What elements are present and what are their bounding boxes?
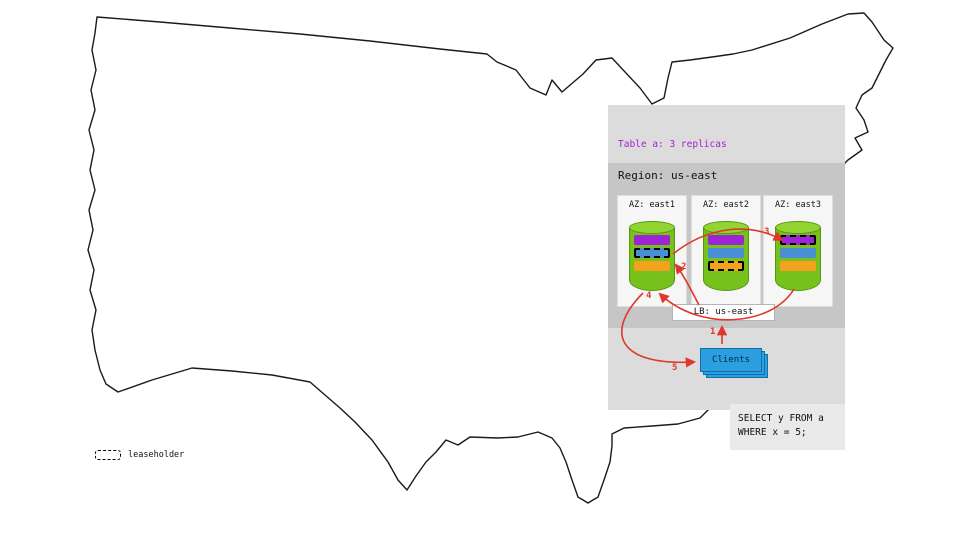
sql-query-box: SELECT y FROM a WHERE x = 5; (730, 404, 845, 450)
database-node-east2 (703, 221, 749, 291)
cylinder-top (629, 221, 675, 234)
leaseholder-dash-icon (95, 450, 121, 460)
cylinder-top (775, 221, 821, 234)
table-b-replica-bar (634, 261, 670, 271)
database-node-east3 (775, 221, 821, 291)
az-title-east2: AZ: east2 (702, 200, 750, 210)
region-box: Region: us-east AZ: east1 AZ: east2 (608, 163, 845, 328)
table-a-replica-bar (708, 235, 744, 245)
region-title: Region: us-east (618, 169, 718, 182)
table-b-leaseholder-bar (708, 261, 744, 271)
arrow-label-1: 1 (710, 327, 716, 337)
client-card-front: Clients (700, 348, 762, 372)
table-b-replica-bar (780, 261, 816, 271)
az-title-east1: AZ: east1 (628, 200, 676, 210)
az-box-east2: AZ: east2 (691, 195, 761, 307)
az-title-east3: AZ: east3 (774, 200, 822, 210)
arrow-label-3: 3 (764, 227, 770, 237)
table-a-replica-bar (634, 235, 670, 245)
cylinder-top (703, 221, 749, 234)
clients-stack: Clients (700, 348, 770, 380)
leaseholder-key-label: leaseholder (128, 450, 185, 460)
database-node-east1 (629, 221, 675, 291)
load-balancer-box: LB: us-east (672, 304, 775, 321)
sql-line-1: SELECT y FROM a (738, 413, 824, 424)
az-box-east1: AZ: east1 (617, 195, 687, 307)
arrow-label-2: 2 (681, 262, 687, 272)
arrow-label-5: 5 (672, 363, 678, 373)
index-a-replica-bar (708, 248, 744, 258)
sql-line-2: WHERE x = 5; (738, 427, 807, 438)
index-a-leaseholder-bar (634, 248, 670, 258)
index-a-replica-bar (780, 248, 816, 258)
arrow-label-4: 4 (646, 291, 652, 301)
legend-item-table-a: Table a: 3 replicas (618, 139, 727, 150)
table-a-leaseholder-bar (780, 235, 816, 245)
az-box-east3: AZ: east3 (763, 195, 833, 307)
